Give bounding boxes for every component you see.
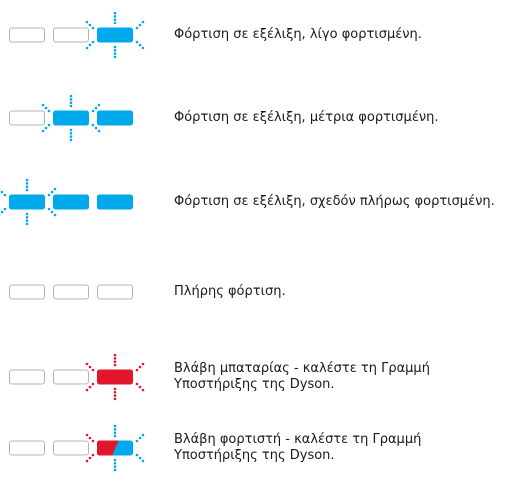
led-segment-blue xyxy=(53,194,89,210)
led-segment-blue xyxy=(97,110,133,126)
battery-indicator xyxy=(0,262,160,322)
led-segment-off xyxy=(9,440,45,456)
led-segment-off xyxy=(53,284,89,300)
status-row-fully-charged: Πλήρης φόρτιση. xyxy=(0,262,517,322)
led-segment-off xyxy=(53,27,89,43)
status-description-line: Φόρτιση σε εξέλιξη, σχεδόν πλήρως φορτισ… xyxy=(174,194,495,209)
status-description-line: Φόρτιση σε εξέλιξη, μέτρια φορτισμένη. xyxy=(174,110,439,125)
status-row-charging-almost-full: Φόρτιση σε εξέλιξη, σχεδόν πλήρως φορτισ… xyxy=(0,172,517,232)
led-segment-off xyxy=(9,284,45,300)
led-segment-blue xyxy=(9,194,45,210)
battery-indicator xyxy=(0,347,160,407)
status-description-line: Υποστήριξης της Dyson. xyxy=(174,377,335,392)
battery-indicator xyxy=(0,88,160,148)
led-segment-blue xyxy=(53,110,89,126)
led-segment-off xyxy=(9,27,45,43)
flash-rays xyxy=(85,353,145,401)
led-segment-blue xyxy=(97,194,133,210)
battery-indicator xyxy=(0,418,160,478)
status-description-line: Βλάβη μπαταρίας - καλέστε τη Γραμμή xyxy=(174,361,430,376)
led-segment-split xyxy=(97,440,133,456)
flash-rays xyxy=(85,424,145,472)
status-description: Φόρτιση σε εξέλιξη, λίγο φορτισμένη. xyxy=(174,27,422,43)
led-segment-off xyxy=(53,369,89,385)
status-description: Πλήρης φόρτιση. xyxy=(174,284,286,300)
status-description-line: Βλάβη φορτιστή - καλέστε τη Γραμμή xyxy=(174,432,422,447)
led-segment-red xyxy=(97,369,133,385)
battery-indicator xyxy=(0,5,160,65)
status-description-line: Πλήρης φόρτιση. xyxy=(174,284,286,299)
led-segment-off xyxy=(53,440,89,456)
status-description-line: Υποστήριξης της Dyson. xyxy=(174,448,335,463)
led-segment-off xyxy=(9,110,45,126)
status-description: Φόρτιση σε εξέλιξη, σχεδόν πλήρως φορτισ… xyxy=(174,194,495,210)
status-row-charging-medium: Φόρτιση σε εξέλιξη, μέτρια φορτισμένη. xyxy=(0,88,517,148)
status-description-line: Φόρτιση σε εξέλιξη, λίγο φορτισμένη. xyxy=(174,27,422,42)
status-row-charging-low: Φόρτιση σε εξέλιξη, λίγο φορτισμένη. xyxy=(0,5,517,65)
status-description: Φόρτιση σε εξέλιξη, μέτρια φορτισμένη. xyxy=(174,110,438,126)
led-segment-blue xyxy=(97,27,133,43)
flash-rays xyxy=(0,178,57,226)
battery-indicator xyxy=(0,172,160,232)
led-segment-off xyxy=(97,284,133,300)
flash-rays xyxy=(41,94,101,142)
led-segment-off xyxy=(9,369,45,385)
flash-rays xyxy=(85,11,145,59)
